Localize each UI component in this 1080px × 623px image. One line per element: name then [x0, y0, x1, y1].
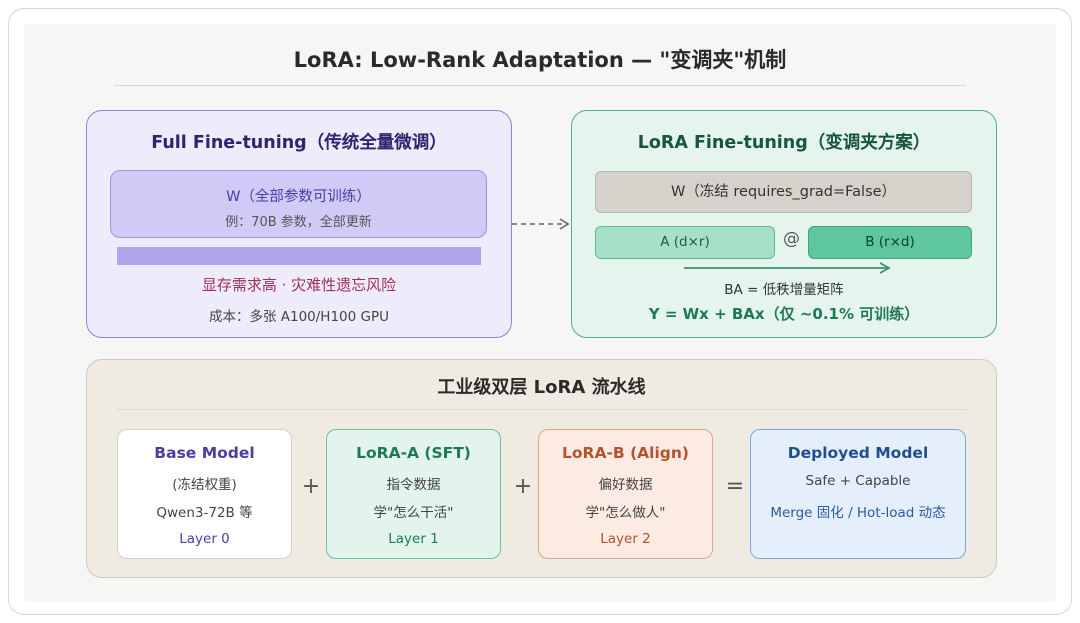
panel-arrow [512, 218, 570, 230]
stage-lora-b: LoRA-B (Align) 偏好数据 学"怎么做人" Layer 2 [538, 429, 713, 559]
stage-lora-a: LoRA-A (SFT) 指令数据 学"怎么干活" Layer 1 [326, 429, 501, 559]
stage-layer: Layer 1 [388, 531, 439, 547]
lora-matrix-b: B (r×d) [808, 226, 972, 259]
stage-title: LoRA-B (Align) [561, 444, 690, 462]
stage-layer: Layer 2 [600, 531, 651, 547]
stage-deployed-model: Deployed Model Safe + Capable Merge 固化 /… [750, 429, 966, 559]
stage-layer: Layer 0 [179, 531, 230, 547]
stage-title: LoRA-A (SFT) [356, 444, 471, 462]
ba-arrow [684, 262, 891, 274]
stage-detail: 偏好数据 [598, 477, 653, 493]
plus-operator: + [301, 474, 321, 499]
matmul-symbol: @ [783, 229, 800, 249]
full-weight-example: 例：70B 参数，全部更新 [225, 215, 372, 230]
stage-detail: 学"怎么做人" [585, 505, 666, 521]
stage-base-model: Base Model (冻结权重) Qwen3-72B 等 Layer 0 [117, 429, 292, 559]
equals-operator: = [725, 474, 745, 499]
title-divider [114, 85, 966, 86]
diagram-title: LoRA: Low-Rank Adaptation — "变调夹"机制 [293, 48, 787, 72]
lora-frozen-weight-box: W（冻结 requires_grad=False） [595, 171, 972, 213]
plus-operator: + [513, 474, 533, 499]
full-risk-text: 显存需求高 · 灾难性遗忘风险 [201, 276, 397, 294]
lora-matrix-a: A (d×r) [595, 226, 775, 259]
full-update-bar [117, 247, 481, 265]
full-weight-box: W（全部参数可训练） 例：70B 参数，全部更新 [110, 170, 487, 238]
stage-title: Deployed Model [787, 444, 929, 462]
lora-formula: Y = Wx + BAx（仅 ~0.1% 可训练） [648, 305, 920, 323]
stage-detail: (冻结权重) [172, 477, 237, 493]
stage-title: Base Model [154, 444, 255, 462]
stage-detail: 学"怎么干活" [373, 505, 454, 521]
stage-detail: Merge 固化 / Hot-load 动态 [770, 505, 946, 521]
lora-finetune-title: LoRA Fine-tuning（变调夹方案） [637, 133, 931, 153]
pipeline-title: 工业级双层 LoRA 流水线 [437, 377, 646, 398]
stage-detail: Safe + Capable [805, 473, 911, 489]
full-cost-text: 成本：多张 A100/H100 GPU [208, 309, 390, 325]
full-weight-label: W（全部参数可训练） [226, 189, 371, 205]
stage-detail: 指令数据 [386, 477, 441, 493]
full-finetune-title: Full Fine-tuning（传统全量微调） [151, 133, 447, 153]
lora-finetune-panel: LoRA Fine-tuning（变调夹方案） [571, 110, 997, 338]
pipeline-divider [117, 409, 966, 410]
stage-detail: Qwen3-72B 等 [156, 505, 253, 521]
ba-note: BA = 低秩增量矩阵 [724, 282, 844, 298]
